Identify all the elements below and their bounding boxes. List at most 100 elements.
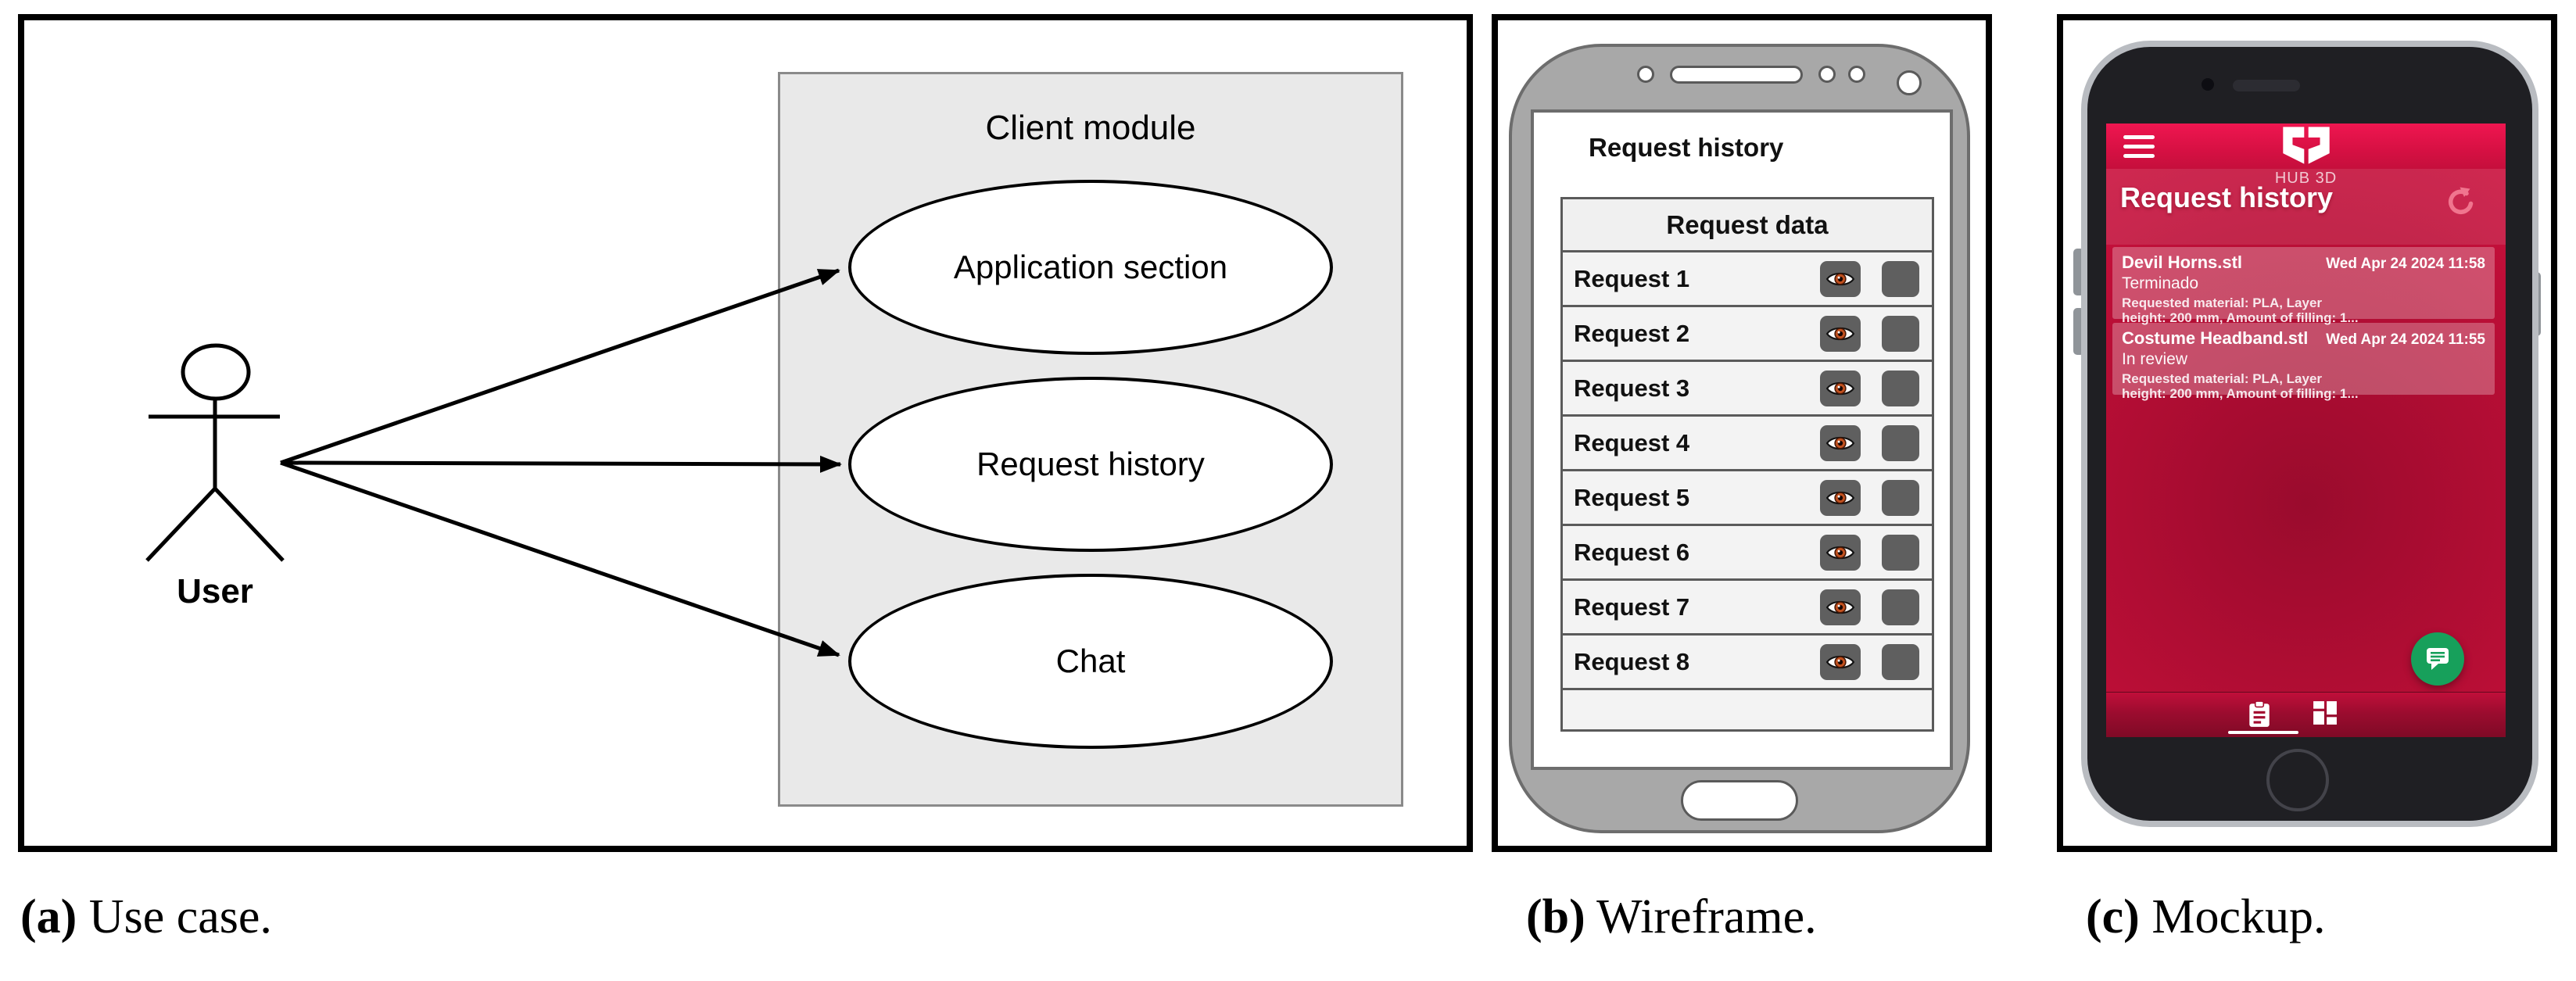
request-status: In review (2122, 350, 2188, 368)
request-action-button[interactable] (1882, 315, 1919, 352)
request-details-line2: height: 200 mm, Amount of filling: 1... (2122, 310, 2359, 325)
request-label: Request 2 (1574, 319, 1690, 347)
front-camera-icon (1637, 66, 1654, 83)
home-button[interactable] (2266, 749, 2329, 811)
eye-icon (1825, 655, 1855, 668)
request-action-button[interactable] (1882, 424, 1919, 461)
request-label: Request 5 (1574, 483, 1690, 511)
chat-fab-button[interactable] (2411, 632, 2464, 686)
home-button[interactable] (1681, 780, 1798, 821)
caption-c: (c) Mockup. (2086, 890, 2325, 945)
request-label: Request 1 (1574, 264, 1690, 292)
table-row: Request 4 (1563, 417, 1932, 471)
request-label: Request 3 (1574, 374, 1690, 402)
request-card[interactable]: Devil Horns.stl Wed Apr 24 2024 11:58 Te… (2112, 247, 2495, 325)
view-request-button[interactable] (1820, 643, 1861, 680)
client-module-label: Client module (985, 109, 1196, 147)
use-case-application-section: Application section (848, 180, 1333, 355)
table-row: Request 2 (1563, 307, 1932, 362)
table-row: Request 6 (1563, 526, 1932, 581)
front-camera-icon (2202, 78, 2214, 91)
mockup-screen: HUB 3D Request history Devil Horns.stl W… (2106, 124, 2506, 737)
view-request-button[interactable] (1820, 315, 1861, 352)
request-action-button[interactable] (1882, 534, 1919, 571)
request-action-button[interactable] (1882, 479, 1919, 516)
caption-c-text: Mockup. (2139, 890, 2326, 943)
request-details-line1: Requested material: PLA, Layer (2122, 295, 2323, 310)
use-case-label: Application section (953, 249, 1228, 285)
view-request-button[interactable] (1820, 589, 1861, 625)
request-card-list: Devil Horns.stl Wed Apr 24 2024 11:58 Te… (2112, 247, 2495, 401)
view-request-button[interactable] (1820, 534, 1861, 571)
clipboard-icon[interactable] (2246, 700, 2273, 729)
mockup-panel: HUB 3D Request history Devil Horns.stl W… (2057, 14, 2557, 852)
header-band (2106, 169, 2506, 245)
use-case-label: Chat (1055, 643, 1126, 679)
request-details-line2: height: 200 mm, Amount of filling: 1... (2122, 386, 2359, 401)
eye-icon (1825, 600, 1855, 614)
request-file-name: Devil Horns.stl (2122, 252, 2243, 272)
request-action-button[interactable] (1882, 260, 1919, 297)
speaker-icon (2233, 80, 2300, 91)
request-card[interactable]: Costume Headband.stl Wed Apr 24 2024 11:… (2112, 323, 2495, 401)
request-action-button[interactable] (1882, 589, 1919, 625)
mockup-page-title: Request history (2120, 181, 2334, 213)
eye-icon (1825, 546, 1855, 559)
view-request-button[interactable] (1820, 370, 1861, 406)
view-request-button[interactable] (1820, 260, 1861, 297)
chat-icon (2427, 648, 2449, 670)
refresh-icon[interactable] (2444, 186, 2477, 219)
table-row: Request 5 (1563, 471, 1932, 526)
sensor-dot-icon (1848, 66, 1865, 83)
actor-label: User (177, 572, 253, 610)
request-table-body: Request 1 Request (1563, 252, 1932, 690)
wireframe-panel: Request history Request data Request 1 (1492, 14, 1992, 852)
request-label: Request 8 (1574, 647, 1690, 675)
sensor-dot-icon (1818, 66, 1836, 83)
use-case-label: Request history (976, 446, 1205, 482)
request-timestamp: Wed Apr 24 2024 11:55 (2326, 331, 2485, 348)
bottom-navigation (2106, 692, 2506, 737)
app-bar (2106, 124, 2506, 169)
eye-icon (1825, 327, 1855, 340)
wireframe-page-title: Request history (1589, 133, 1784, 162)
wireframe-phone: Request history Request data Request 1 (1509, 44, 1970, 833)
request-file-name: Costume Headband.stl (2122, 328, 2309, 348)
caption-c-label: (c) (2086, 890, 2140, 943)
view-request-button[interactable] (1820, 479, 1861, 516)
request-label: Request 6 (1574, 538, 1690, 566)
request-action-button[interactable] (1882, 643, 1919, 680)
app-logo-text: HUB 3D (2274, 170, 2338, 187)
camera-icon (1897, 70, 1922, 95)
table-row: Request 7 (1563, 581, 1932, 636)
caption-b: (b) Wireframe. (1526, 890, 1817, 945)
caption-b-label: (b) (1526, 890, 1585, 943)
caption-a-text: Use case. (77, 890, 272, 943)
table-row: Request 8 (1563, 636, 1932, 690)
caption-b-text: Wireframe. (1585, 890, 1817, 943)
wireframe-screen: Request history Request data Request 1 (1531, 109, 1953, 770)
use-case-panel: Client module Application section Reques… (18, 14, 1473, 852)
caption-a: (a) Use case. (20, 890, 272, 945)
request-timestamp: Wed Apr 24 2024 11:58 (2326, 256, 2485, 272)
view-request-button[interactable] (1820, 424, 1861, 461)
eye-icon (1825, 381, 1855, 395)
menu-icon[interactable] (2123, 135, 2155, 158)
speaker-icon (1670, 66, 1803, 84)
request-status: Terminado (2122, 274, 2199, 292)
request-table: Request data Request 1 (1560, 197, 1934, 732)
mockup-phone: HUB 3D Request history Devil Horns.stl W… (2081, 41, 2538, 827)
request-action-button[interactable] (1882, 370, 1919, 406)
association-arrows (280, 268, 842, 657)
request-label: Request 4 (1574, 428, 1690, 456)
actor-user-figure (145, 343, 285, 562)
caption-a-label: (a) (20, 890, 77, 943)
hub-3d-logo-icon (2283, 127, 2330, 164)
grid-icon[interactable] (2313, 700, 2338, 725)
use-case-chat: Chat (848, 574, 1333, 749)
table-row: Request 1 (1563, 252, 1932, 307)
request-table-header: Request data (1563, 199, 1932, 252)
request-label: Request 7 (1574, 593, 1690, 621)
eye-icon (1825, 491, 1855, 504)
